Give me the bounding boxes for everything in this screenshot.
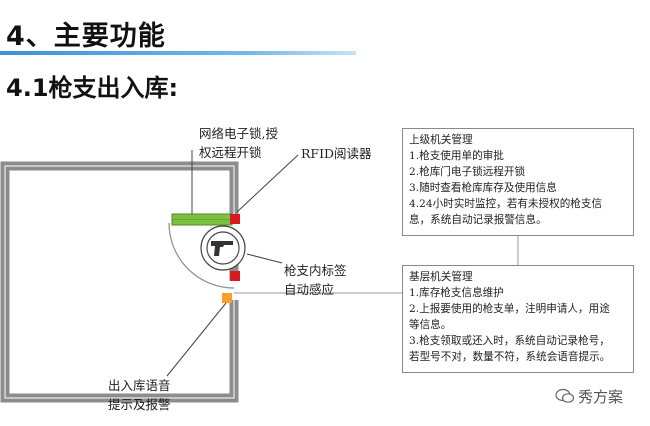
rfid-sensor-bottom: [230, 271, 240, 281]
gun-tag-leader: [246, 253, 283, 264]
lower-panel-item: 1.库存枪支信息维护: [409, 287, 504, 299]
subsection-title: 4.1枪支出入库:: [6, 74, 179, 102]
gun-tag-circle: [200, 225, 246, 271]
upper-management-panel: 上级机关管理 1.枪支使用单的审批 2.枪库门电子锁远程开锁 3.随时查看枪库库…: [402, 128, 634, 236]
upper-panel-item: 1.枪支使用单的审批: [409, 150, 504, 162]
door-swing-arc: [168, 222, 235, 289]
lower-panel-item: 等信息。: [409, 319, 452, 331]
electronic-lock: [171, 213, 233, 226]
gun-tag-label-line-1: 枪支内标签: [284, 263, 347, 278]
network-lock-label-line-1: 网络电子锁,授: [199, 126, 278, 141]
lower-panel-title: 基层机关管理: [409, 271, 473, 283]
speaker-leader: [166, 302, 227, 377]
rfid-sensor-top: [230, 214, 240, 224]
network-lock-label-line-2: 权远程开锁: [199, 145, 262, 160]
upper-panel-title: 上级机关管理: [409, 134, 473, 146]
upper-panel-item: 2.枪库门电子锁远程开锁: [409, 166, 526, 178]
upper-panel-item: 息，系统自动记录报警信息。: [409, 214, 547, 226]
armory-room: [0, 161, 239, 403]
pistol-icon: [211, 241, 233, 256]
lower-panel-list: 1.库存枪支信息维护 2.上报要使用的枪支单，注明申请人，用途 等信息。 3.枪…: [409, 285, 627, 365]
voice-alarm-label-line-2: 提示及报警: [108, 397, 171, 412]
voice-alarm-speaker: [222, 293, 232, 303]
lower-management-panel: 基层机关管理 1.库存枪支信息维护 2.上报要使用的枪支单，注明申请人，用途 等…: [402, 265, 634, 373]
lower-panel-item: 3.枪支领取或还入时，系统自动记录枪号，: [409, 335, 610, 347]
upper-panel-item: 4.24小时实时监控，若有未授权的枪支信: [409, 198, 603, 210]
network-lock-label: 网络电子锁,授 权远程开锁: [199, 124, 278, 162]
watermark: 秀方案: [555, 386, 623, 407]
upper-panel-item: 3.随时查看枪库库存及使用信息: [409, 182, 557, 194]
rfid-leader: [236, 154, 299, 213]
lower-panel-item: 若型号不对，数量不符，系统会语音提示。: [409, 351, 611, 363]
gun-tag-label-line-2: 自动感应: [284, 282, 335, 297]
upper-panel-list: 1.枪支使用单的审批 2.枪库门电子锁远程开锁 3.随时查看枪库库存及使用信息 …: [409, 148, 627, 228]
section-title: 4、主要功能: [6, 21, 166, 52]
voice-alarm-label: 出入库语音 提示及报警: [108, 376, 171, 414]
gun-tag-label: 枪支内标签 自动感应: [284, 261, 347, 299]
title-underline: [0, 51, 356, 55]
watermark-text: 秀方案: [578, 388, 624, 406]
wechat-icon: [555, 388, 575, 403]
lower-panel-item: 2.上报要使用的枪支单，注明申请人，用途: [409, 303, 610, 315]
voice-alarm-label-line-1: 出入库语音: [108, 378, 171, 393]
rfid-reader-label: RFID阅读器: [301, 146, 372, 161]
